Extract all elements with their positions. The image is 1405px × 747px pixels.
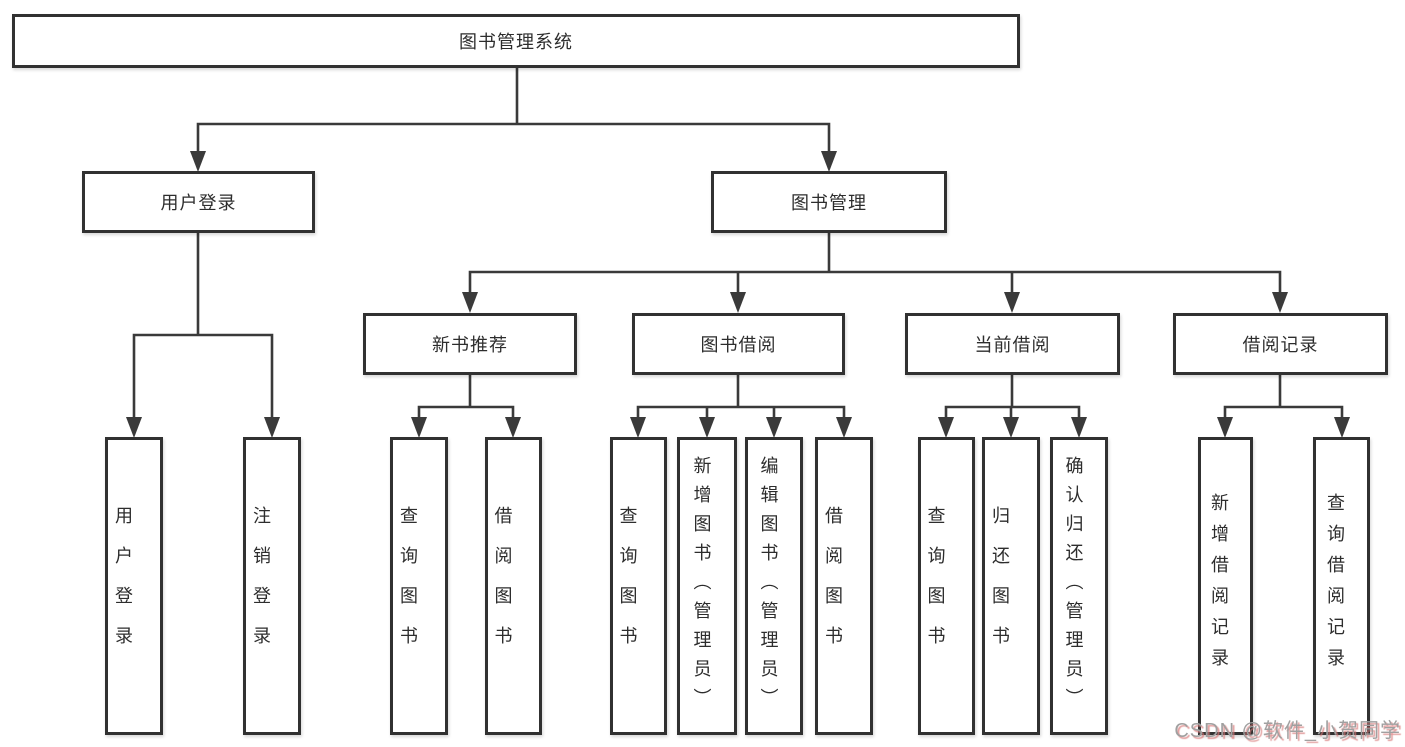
node-library-system: 图书管理系统 [12, 14, 1020, 68]
node-label: 图书借阅 [700, 335, 777, 355]
leaf-borrow-books-recommend: 借阅图书 [485, 437, 542, 735]
leaf-label: 归还图书 [990, 506, 1010, 666]
leaf-label: 新增借阅记录 [1209, 493, 1229, 679]
leaf-edit-books-admin: 编辑图书（管理员） [745, 437, 803, 735]
leaf-add-books-admin: 新增图书（管理员） [677, 437, 737, 735]
leaf-add-borrow-record: 新增借阅记录 [1198, 437, 1253, 735]
leaf-label: 用户登录 [113, 506, 133, 666]
node-label: 图书管理系统 [459, 32, 573, 52]
node-book-management: 图书管理 [711, 171, 947, 233]
leaf-confirm-return-admin: 确认归还（管理员） [1050, 437, 1108, 735]
leaf-query-books-borrowing: 查询图书 [610, 437, 667, 735]
node-current-borrowing: 当前借阅 [905, 313, 1120, 375]
leaf-label: 借阅图书 [492, 506, 513, 666]
arrowheads [126, 151, 1350, 438]
node-borrowing-records: 借阅记录 [1173, 313, 1388, 375]
leaf-query-borrow-record: 查询借阅记录 [1313, 437, 1370, 735]
leaf-borrow-books: 借阅图书 [815, 437, 873, 735]
leaf-logout: 注销登录 [243, 437, 301, 735]
node-user-login: 用户登录 [82, 171, 315, 233]
leaf-label: 查询借阅记录 [1325, 493, 1345, 679]
node-label: 新书推荐 [432, 335, 508, 355]
leaf-label: 查询图书 [398, 506, 418, 666]
leaf-label: 借阅图书 [823, 506, 843, 666]
node-label: 用户登录 [160, 193, 237, 213]
node-label: 图书管理 [791, 193, 867, 213]
leaf-label: 编辑图书（管理员） [758, 455, 779, 717]
node-label: 当前借阅 [974, 335, 1051, 355]
node-label: 借阅记录 [1242, 335, 1319, 355]
csdn-watermark: CSDN @软件_小贺同学 [1174, 720, 1401, 742]
leaf-return-books: 归还图书 [982, 437, 1040, 735]
leaf-label: 确认归还（管理员） [1063, 455, 1084, 717]
leaf-label: 查询图书 [617, 506, 638, 666]
node-book-borrowing: 图书借阅 [632, 313, 845, 375]
leaf-label: 查询图书 [925, 506, 946, 666]
node-new-book-recommendation: 新书推荐 [363, 313, 577, 375]
leaf-query-books-recommend: 查询图书 [390, 437, 448, 735]
leaf-label: 注销登录 [251, 506, 271, 666]
leaf-label: 新增图书（管理员） [691, 455, 712, 717]
leaf-query-books-current: 查询图书 [918, 437, 975, 735]
leaf-user-login: 用户登录 [105, 437, 163, 735]
